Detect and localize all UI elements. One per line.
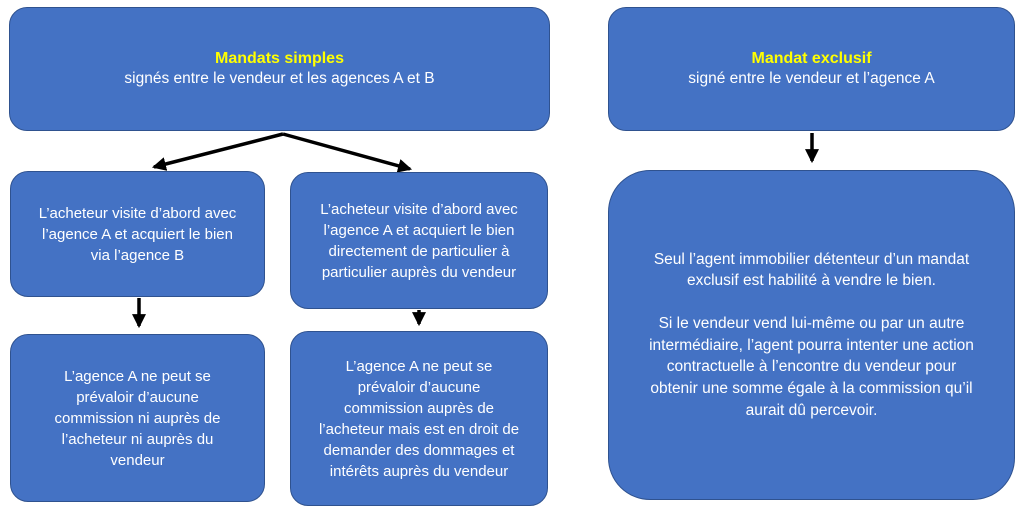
node-outcome-exclusif-paragraph-1: Seul l’agent immobilier détenteur d’un m… [653, 250, 970, 290]
node-outcome-branch-a: L’agence A ne peut se prévaloir d’aucune… [10, 334, 265, 502]
node-case-branch-a-text: L’acheteur visite d’abord avec l’agence … [38, 204, 237, 264]
node-outcome-exclusif: Seul l’agent immobilier détenteur d’un m… [608, 170, 1015, 500]
node-mandat-exclusif-title: Mandat exclusif [751, 49, 872, 67]
node-case-branch-b: L’acheteur visite d’abord avec l’agence … [290, 172, 548, 309]
node-mandat-exclusif: Mandat exclusif signé entre le vendeur e… [608, 7, 1015, 131]
node-outcome-branch-b: L’agence A ne peut se prévaloir d’aucune… [290, 331, 548, 506]
split-arrow-left-icon [151, 132, 284, 171]
node-case-branch-b-text: L’acheteur visite d’abord avec l’agence … [320, 200, 518, 281]
node-mandats-simples: Mandats simples signés entre le vendeur … [9, 7, 550, 131]
node-case-branch-a: L’acheteur visite d’abord avec l’agence … [10, 171, 265, 297]
node-mandats-simples-subtitle: signés entre le vendeur et les agences A… [124, 70, 435, 88]
split-arrow-right-icon [282, 132, 413, 173]
node-outcome-branch-b-text: L’agence A ne peut se prévaloir d’aucune… [318, 357, 520, 480]
node-outcome-branch-a-text: L’agence A ne peut se prévaloir d’aucune… [54, 367, 221, 469]
node-outcome-exclusif-paragraph-2: Si le vendeur vend lui-même ou par un au… [649, 314, 974, 419]
node-mandats-simples-title: Mandats simples [215, 49, 344, 67]
node-mandat-exclusif-subtitle: signé entre le vendeur et l’agence A [688, 70, 935, 88]
